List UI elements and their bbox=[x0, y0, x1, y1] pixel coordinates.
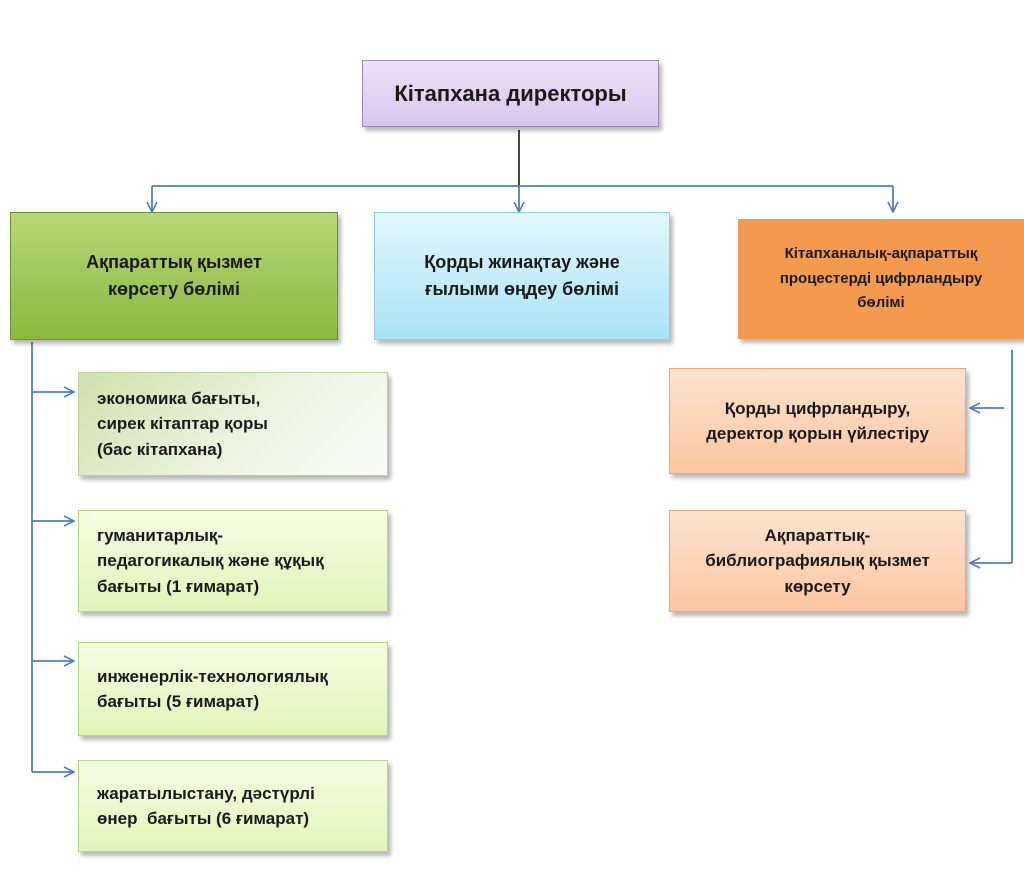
director-label: Кітапхана директоры bbox=[394, 81, 627, 106]
subunit-biblio-line-1: Ақпараттық- bbox=[764, 525, 871, 545]
collect-dept-label-line-1: Қорды жинақтау және bbox=[424, 252, 620, 272]
digital-dept-label-line-2: процестерді цифрландыру bbox=[779, 269, 983, 287]
subunit-engineering-line-1: инженерлік-технологиялық bbox=[97, 666, 328, 686]
subunit-digitize-line-1: Қорды цифрландыру, bbox=[724, 398, 911, 418]
subunit-economics-box: экономика бағыты, сирек кітаптар қоры (б… bbox=[78, 372, 388, 476]
subunit-humanitarian-line-1: гуманитарлық- bbox=[97, 525, 224, 545]
info-dept-label-line-2: көрсету бөлімі bbox=[108, 279, 240, 299]
subunit-engineering-box: инженерлік-технологиялық бағыты (5 ғимар… bbox=[78, 642, 388, 736]
director-box: Кітапхана директоры bbox=[362, 60, 659, 127]
subunit-economics-line-3: (бас кітапхана) bbox=[97, 439, 223, 459]
digitization-department-box: Кітапханалық-ақпараттық процестерді цифр… bbox=[738, 219, 1024, 339]
digital-dept-label-line-3: бөлімі bbox=[857, 294, 905, 312]
digital-dept-label-line-1: Кітапханалық-ақпараттық bbox=[784, 244, 978, 262]
subunit-natural-arts-box: жаратылыстану, дәстүрлі өнер бағыты (6 ғ… bbox=[78, 760, 388, 852]
subunit-digitization-box: Қорды цифрландыру, деректор қорын үйлест… bbox=[669, 368, 966, 474]
subunit-natural-line-1: жаратылыстану, дәстүрлі bbox=[97, 783, 315, 803]
subunit-engineering-line-2: бағыты (5 ғимарат) bbox=[97, 692, 260, 711]
collection-processing-department-box: Қорды жинақтау және ғылыми өңдеу бөлімі bbox=[374, 212, 670, 340]
subunit-bibliographic-box: Ақпараттық- библиографиялық қызмет көрсе… bbox=[669, 510, 966, 612]
collect-dept-label-line-2: ғылыми өңдеу бөлімі bbox=[424, 279, 619, 299]
subunit-humanitarian-box: гуманитарлық- педагогикалық және құқық б… bbox=[78, 510, 388, 612]
info-service-department-box: Ақпараттық қызмет көрсету бөлімі bbox=[10, 212, 338, 340]
subunit-economics-line-1: экономика бағыты, bbox=[97, 388, 261, 408]
subunit-biblio-line-2: библиографиялық қызмет bbox=[705, 551, 930, 571]
subunit-natural-line-2: өнер бағыты (6 ғимарат) bbox=[97, 809, 310, 828]
subunit-economics-line-2: сирек кітаптар қоры bbox=[97, 414, 268, 434]
subunit-humanitarian-line-2: педагогикалық және құқық bbox=[97, 551, 324, 571]
subunit-humanitarian-line-3: бағыты (1 ғимарат) bbox=[97, 576, 260, 596]
subunit-biblio-line-3: көрсету bbox=[784, 576, 851, 596]
info-dept-label-line-1: Ақпараттық қызмет bbox=[86, 252, 262, 272]
subunit-digitize-line-2: деректор қорын үйлестіру bbox=[706, 424, 929, 443]
